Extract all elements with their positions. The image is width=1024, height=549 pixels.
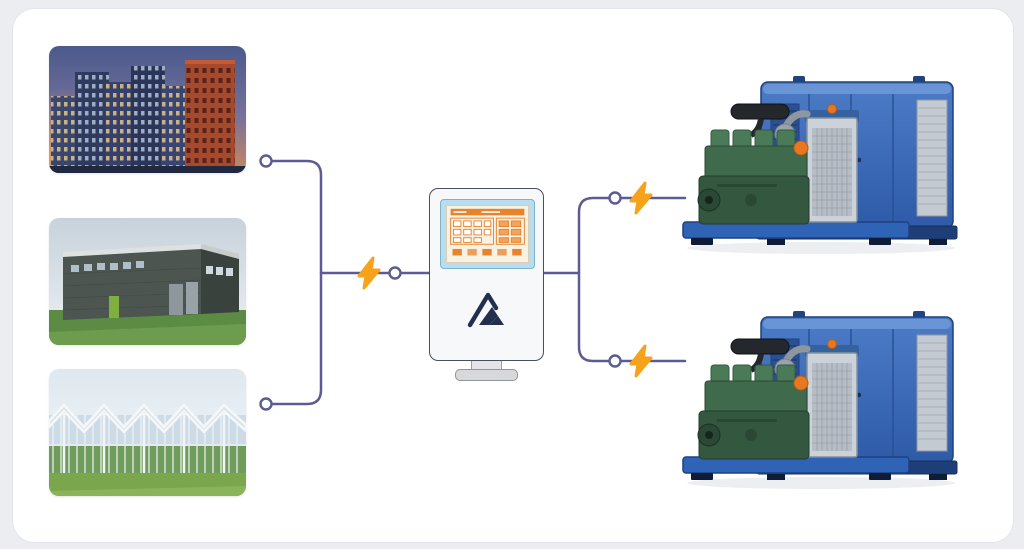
- node-dot-generator2: [608, 354, 622, 368]
- control-screen-frame: [440, 199, 535, 269]
- right-bus-line: [577, 196, 611, 363]
- lightning-bolt-icon: [629, 344, 653, 378]
- control-screen: [446, 205, 529, 263]
- warehouse-building-icon: [49, 218, 246, 345]
- diesel-genset-icon: [681, 76, 961, 256]
- city-towers-icon: [49, 46, 246, 173]
- node-dot-generator1: [608, 191, 622, 205]
- diesel-generator-1: [681, 76, 961, 256]
- cabinet-body: [429, 188, 544, 361]
- node-dot-greenhouse: [259, 397, 273, 411]
- connection-lines: [259, 154, 687, 411]
- consumer-residential-photo: [49, 46, 246, 173]
- control-panel-screen-icon: [450, 208, 525, 256]
- node-dot-controller: [388, 266, 402, 280]
- node-dot-residential: [259, 154, 273, 168]
- lightning-bolt-icon: [629, 181, 653, 215]
- greenhouse-icon: [49, 369, 246, 496]
- consumer-warehouse-photo: [49, 218, 246, 345]
- diesel-generator-2: [681, 311, 961, 491]
- diagram-card: [12, 8, 1014, 543]
- brand-logo: [467, 292, 504, 328]
- ats-control-cabinet: [429, 188, 544, 384]
- consumer-greenhouse-photo: [49, 369, 246, 496]
- lightning-bolt-icon: [357, 256, 381, 290]
- cabinet-stand-base: [455, 369, 518, 381]
- diesel-genset-icon: [681, 311, 961, 491]
- left-bus-line: [270, 159, 323, 406]
